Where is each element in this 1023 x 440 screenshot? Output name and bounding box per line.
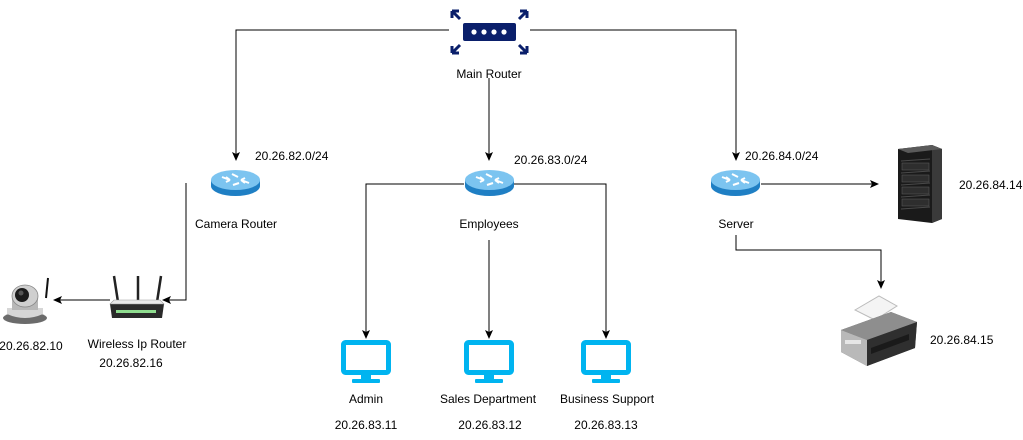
server-router-node[interactable] [710,168,761,198]
ip-camera-icon [3,277,49,324]
wireless-router-ip: 20.26.82.16 [99,356,163,370]
wireless-router-icon [109,275,165,318]
ip-camera-node[interactable] [2,274,52,326]
edge-employees-to-admin [362,183,464,339]
edge-server-router-to-printer [735,235,885,289]
main-router-label: Main Router [456,67,522,81]
edge-main-to-server-router [530,29,740,161]
server-rack-ip: 20.26.84.14 [959,178,1023,192]
main-router-node[interactable] [449,0,530,62]
wireless-router-node[interactable] [108,274,166,326]
employees-router-subnet: 20.26.83.0/24 [514,153,588,167]
sales-monitor-node[interactable] [464,340,514,384]
business-ip: 20.26.83.13 [574,418,638,432]
main-router-icon [450,9,529,55]
camera-router-subnet: 20.26.82.0/24 [255,149,329,163]
admin-ip: 20.26.83.11 [334,418,398,432]
edge-employees-to-business [514,183,610,339]
printer-ip: 20.26.84.15 [930,333,994,347]
business-label: Business Support [559,392,655,406]
edge-main-to-camera-router [232,29,449,161]
router-icon [465,170,514,196]
monitor-icon [464,340,514,383]
monitor-icon [581,340,631,383]
sales-ip: 20.26.83.12 [458,418,522,432]
edge-camera-router-to-wireless-router [162,183,187,304]
server-router-subnet: 20.26.84.0/24 [745,149,819,163]
ip-camera-ip: 20.26.82.10 [0,339,63,353]
employees-router-node[interactable] [464,168,515,198]
admin-monitor-node[interactable] [341,340,391,384]
server-rack-node[interactable] [894,143,946,225]
monitor-icon [341,340,391,383]
sales-label: Sales Department [439,392,537,406]
server-router-label: Server [718,217,754,231]
router-icon [211,170,260,196]
printer-icon [841,295,917,366]
wireless-router-label: Wireless Ip Router [87,337,187,351]
printer-node[interactable] [837,290,923,368]
server-rack-icon [898,145,942,223]
camera-router-node[interactable] [210,168,261,198]
employees-router-label: Employees [459,217,519,231]
router-icon [711,170,760,196]
business-monitor-node[interactable] [581,340,631,384]
camera-router-label: Camera Router [194,217,278,231]
admin-label: Admin [348,392,384,406]
